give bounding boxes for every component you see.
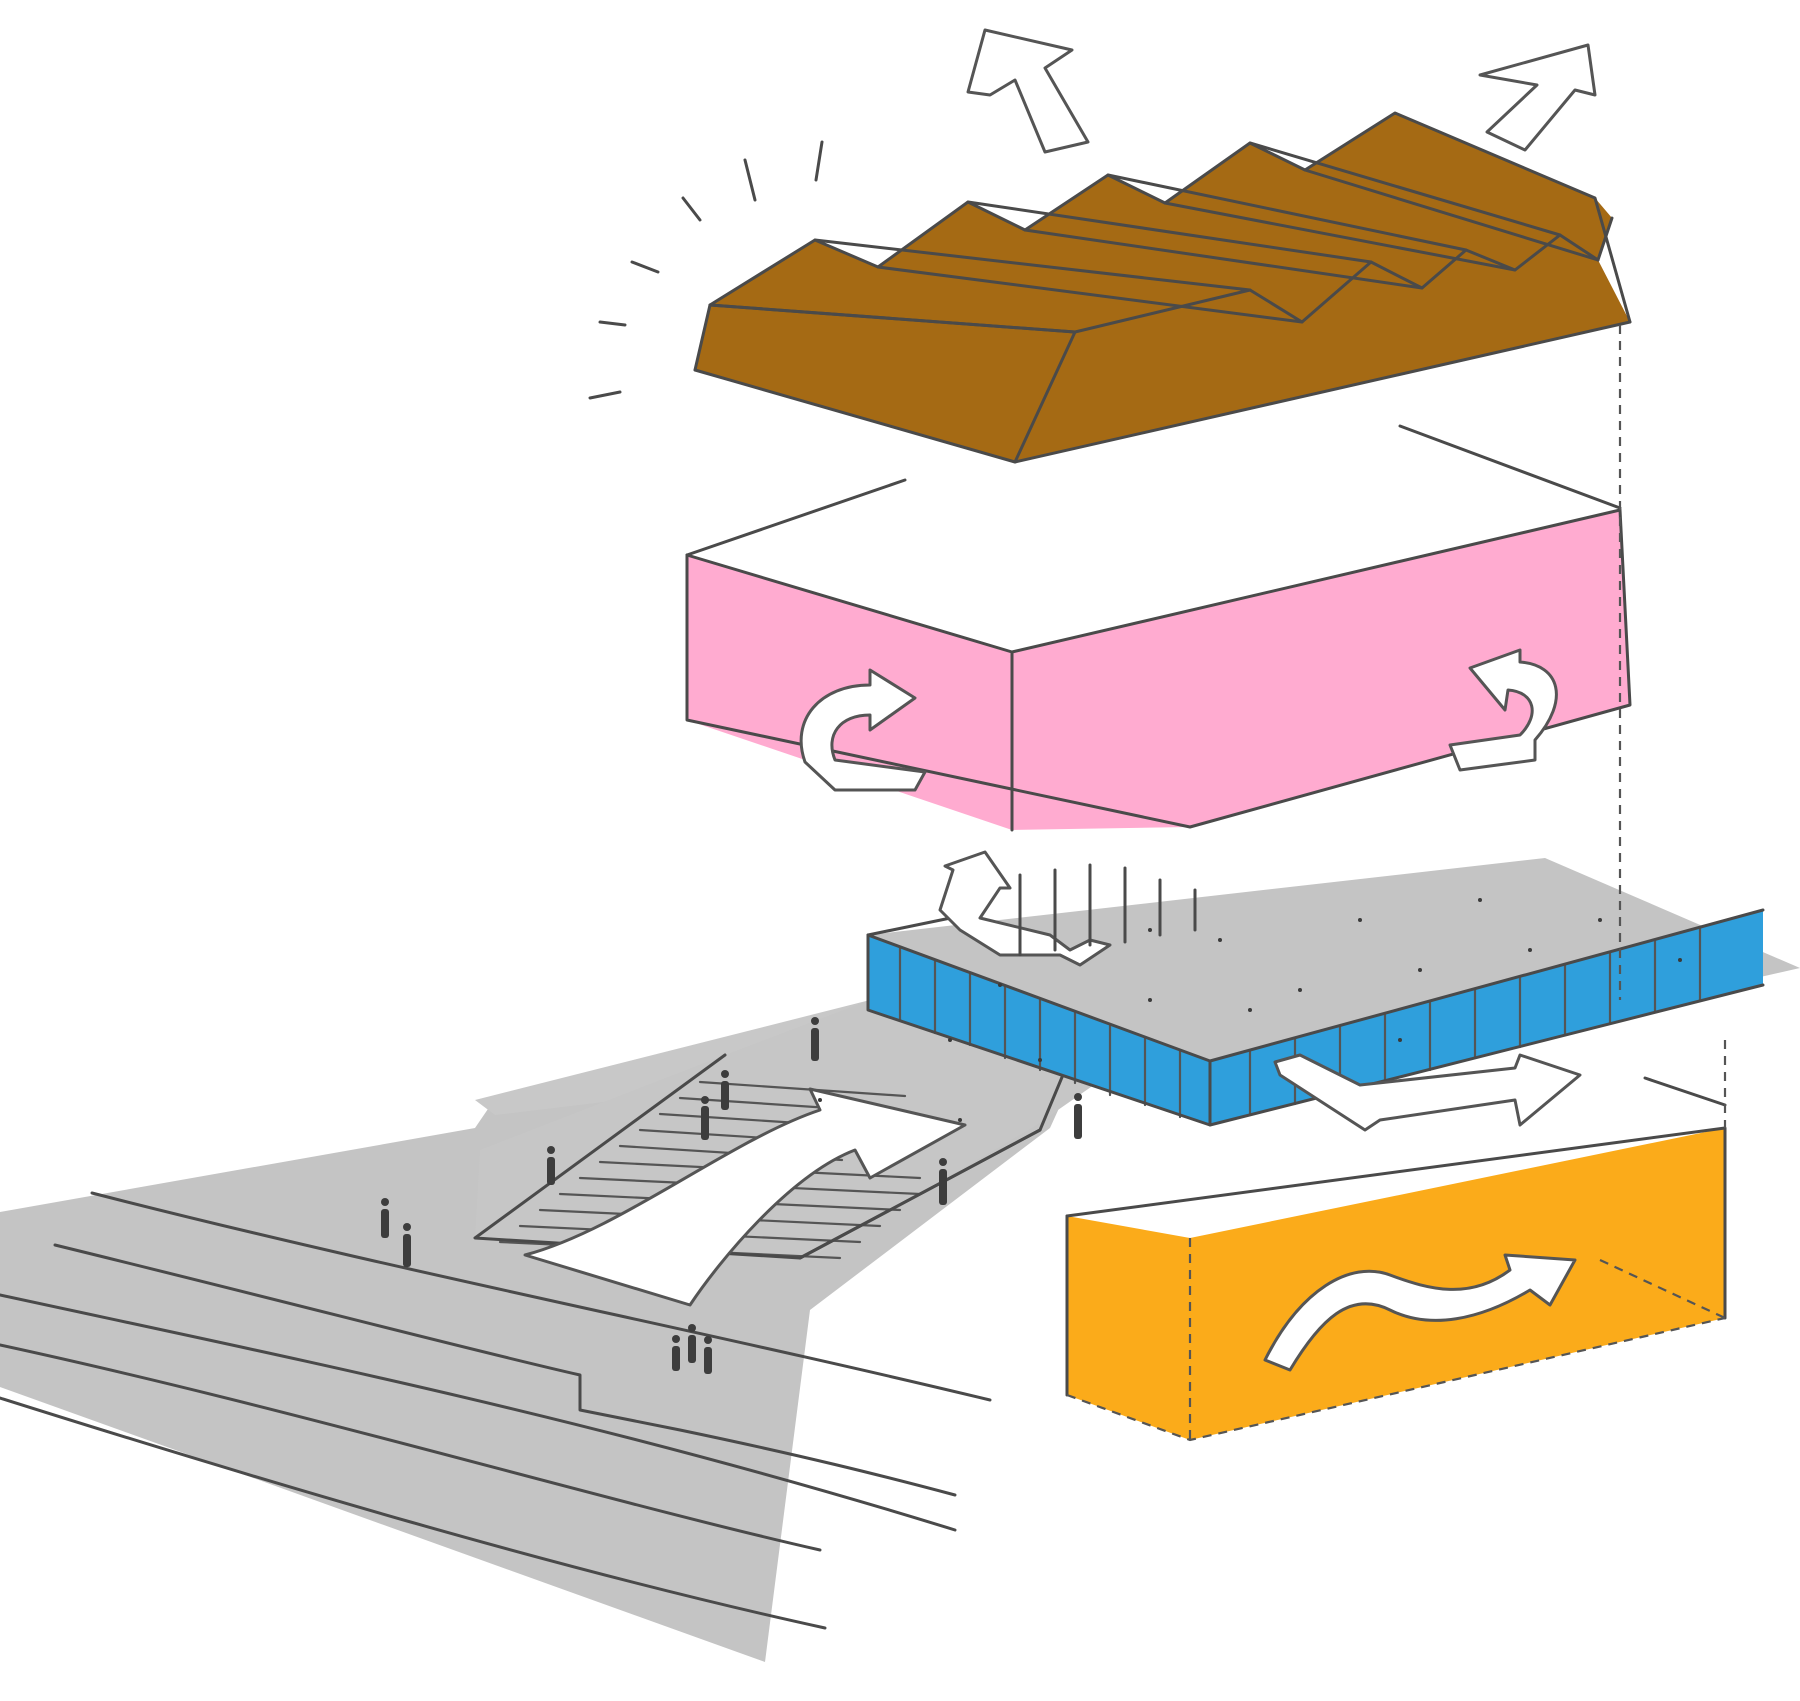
rotate-arrow-icon-left <box>799 668 927 792</box>
podium-mullions <box>898 926 1702 1119</box>
upward-arrow-icon-left <box>966 28 1090 154</box>
person-figure-icon <box>701 1096 709 1140</box>
person-figure-icon <box>939 1158 947 1205</box>
glass-podium <box>818 850 1800 1132</box>
person-figure-icon <box>547 1146 555 1185</box>
upward-arrow-icon-right <box>1478 43 1597 152</box>
person-figure-icon <box>811 1017 819 1061</box>
people-figures <box>381 1017 1082 1374</box>
person-figure-icon <box>1074 1093 1082 1139</box>
roof-edges <box>693 111 1632 464</box>
roof-top-surface <box>710 113 1612 332</box>
person-figure-icon <box>721 1070 729 1110</box>
light-ray-icon <box>588 140 824 400</box>
person-figure-icon <box>672 1335 680 1371</box>
lower-volume-flow-arrow-icon <box>1263 1253 1577 1372</box>
person-figure-icon <box>704 1336 712 1374</box>
rotate-arrow-icon-right <box>1448 648 1558 772</box>
upper-volume-top-face <box>687 428 1620 652</box>
podium-side-glazing <box>1210 910 1763 1125</box>
ascending-flow-arrow-icon <box>523 1087 967 1307</box>
person-figure-icon <box>381 1198 389 1238</box>
upper-volume-edges <box>685 424 1632 832</box>
upward-arrow-icon <box>938 850 1112 967</box>
person-figure-icon <box>403 1223 411 1267</box>
lower-volume-top-face <box>1067 1128 1725 1238</box>
lower-volume-front-face <box>1067 1216 1190 1440</box>
street-lines <box>0 1191 992 1630</box>
lower-volume <box>1065 1040 1727 1442</box>
terrace-railing <box>1018 863 1197 957</box>
ground-plane <box>0 998 1192 1662</box>
lower-volume-side-face <box>1190 1128 1725 1440</box>
lower-volume-hidden-edges <box>1066 1040 1727 1442</box>
person-figure-icon <box>688 1324 696 1363</box>
upper-volume-side-face <box>1012 510 1630 830</box>
podium-terrace-texture <box>818 898 1682 1122</box>
roof-side-fascia <box>1015 235 1630 462</box>
roof-front-fascia <box>695 305 1075 462</box>
upper-volume <box>685 424 1632 832</box>
roof <box>588 28 1632 1000</box>
horizontal-flow-arrow-icon <box>1273 1053 1582 1132</box>
